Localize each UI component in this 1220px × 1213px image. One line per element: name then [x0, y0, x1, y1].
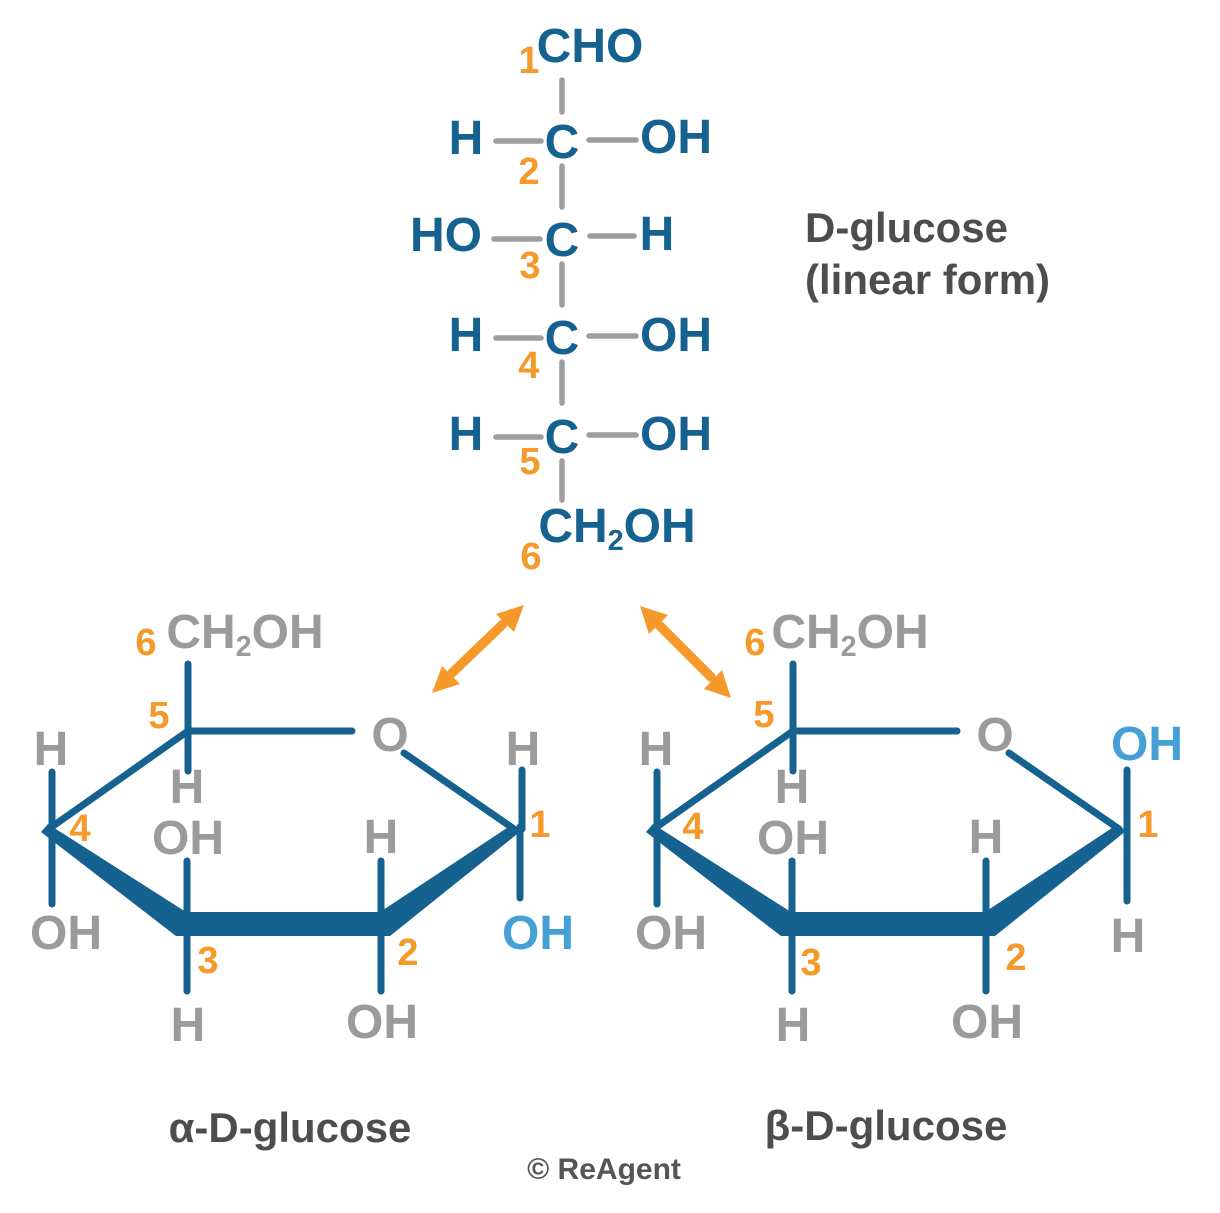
- beta-c6-number: 6: [744, 622, 766, 664]
- alpha-c4-number: 4: [69, 808, 91, 850]
- linear-c1-number: 1: [518, 40, 540, 82]
- alpha-c6-ch2oh: CH2OH: [166, 606, 324, 664]
- beta-ring-bonds: [646, 660, 1131, 995]
- alpha-ring-bonds: [41, 660, 526, 995]
- linear-c6-ch2oh: CH2OH: [538, 500, 696, 558]
- alpha-c5-h: H: [169, 761, 205, 814]
- alpha-c2-oh: OH: [346, 996, 418, 1049]
- bond-segment: [654, 727, 797, 830]
- linear-c4-oh-right: OH: [640, 309, 712, 362]
- beta-c2-number: 2: [1005, 937, 1027, 979]
- linear-c3-ho-left: HO: [410, 209, 482, 262]
- linear-form-bonds: [491, 77, 639, 503]
- alpha-glucose-caption: α-D-glucose: [168, 1104, 412, 1151]
- alpha-c2-number: 2: [397, 932, 419, 974]
- equilibrium-arrow-left-shaft: [447, 619, 508, 678]
- equilibrium-arrow-right-shaft: [655, 621, 716, 682]
- beta-c6-ch2oh: CH2OH: [771, 606, 929, 664]
- bond-segment: [400, 749, 518, 833]
- beta-c4-number: 4: [682, 806, 704, 848]
- linear-form-title-line1: D-glucose: [805, 204, 1009, 251]
- alpha-c3-oh: OH: [152, 812, 224, 865]
- linear-c3-h-right: H: [639, 208, 675, 261]
- beta-c1-oh: OH: [1111, 718, 1183, 771]
- bond-segment: [49, 727, 192, 830]
- alpha-c1-number: 1: [529, 804, 551, 846]
- beta-c1-h: H: [1110, 910, 1146, 963]
- alpha-ring-oxygen: O: [371, 709, 409, 762]
- linear-c3-number: 3: [519, 245, 541, 287]
- beta-c5-number: 5: [753, 694, 775, 736]
- linear-c4-h-left: H: [448, 309, 484, 362]
- alpha-c4-h: H: [33, 723, 69, 776]
- linear-c2-number: 2: [518, 151, 540, 193]
- beta-c4-oh: OH: [635, 907, 707, 960]
- beta-c3-number: 3: [800, 942, 822, 984]
- beta-ring-oxygen: O: [976, 709, 1014, 762]
- alpha-c2-h: H: [363, 811, 399, 864]
- alpha-c1-oh: OH: [502, 907, 574, 960]
- alpha-c3-number: 3: [197, 940, 219, 982]
- beta-c2-oh: OH: [951, 996, 1023, 1049]
- linear-c5-number: 5: [519, 441, 541, 483]
- equilibrium-arrows: [432, 605, 731, 698]
- linear-c2-h-left: H: [448, 112, 484, 165]
- alpha-c1-h: H: [505, 723, 541, 776]
- bond-segment: [1005, 749, 1123, 833]
- linear-c5-h-left: H: [448, 408, 484, 461]
- linear-c2-oh-right: OH: [640, 111, 712, 164]
- beta-c6-ch2oh-subscript: 2: [840, 631, 857, 664]
- linear-form-title-line2: (linear form): [805, 256, 1051, 304]
- linear-c1-cho: CHO: [536, 20, 644, 73]
- ring-front-wedge: [646, 824, 1126, 936]
- copyright-notice: © ReAgent: [527, 1153, 681, 1186]
- linear-c5-carbon: C: [544, 411, 580, 464]
- beta-glucose-caption: β-D-glucose: [764, 1102, 1008, 1149]
- arrowhead-icon: [432, 666, 460, 693]
- arrowhead-icon: [640, 606, 668, 634]
- beta-c5-h: H: [774, 761, 810, 814]
- ring-front-wedge: [41, 824, 521, 936]
- alpha-c4-oh: OH: [30, 907, 102, 960]
- beta-c4-h: H: [638, 723, 674, 776]
- beta-c2-h: H: [968, 811, 1004, 864]
- linear-c6-number: 6: [520, 536, 542, 578]
- linear-c3-carbon: C: [544, 214, 580, 267]
- linear-c5-oh-right: OH: [640, 408, 712, 461]
- beta-c3-h: H: [775, 999, 811, 1052]
- alpha-c6-ch2oh-subscript: 2: [235, 631, 252, 664]
- beta-c1-number: 1: [1137, 804, 1159, 846]
- alpha-c3-h: H: [170, 999, 206, 1052]
- alpha-c6-number: 6: [135, 622, 157, 664]
- linear-c6-ch2oh-subscript: 2: [607, 525, 624, 558]
- linear-c4-carbon: C: [544, 312, 580, 365]
- arrowhead-icon: [496, 605, 524, 632]
- linear-form-title: D-glucose (linear form): [805, 202, 1050, 306]
- alpha-c5-number: 5: [148, 695, 170, 737]
- arrowhead-icon: [704, 670, 731, 698]
- linear-c2-carbon: C: [544, 116, 580, 169]
- linear-c4-number: 4: [518, 345, 540, 387]
- beta-c3-oh: OH: [757, 812, 829, 865]
